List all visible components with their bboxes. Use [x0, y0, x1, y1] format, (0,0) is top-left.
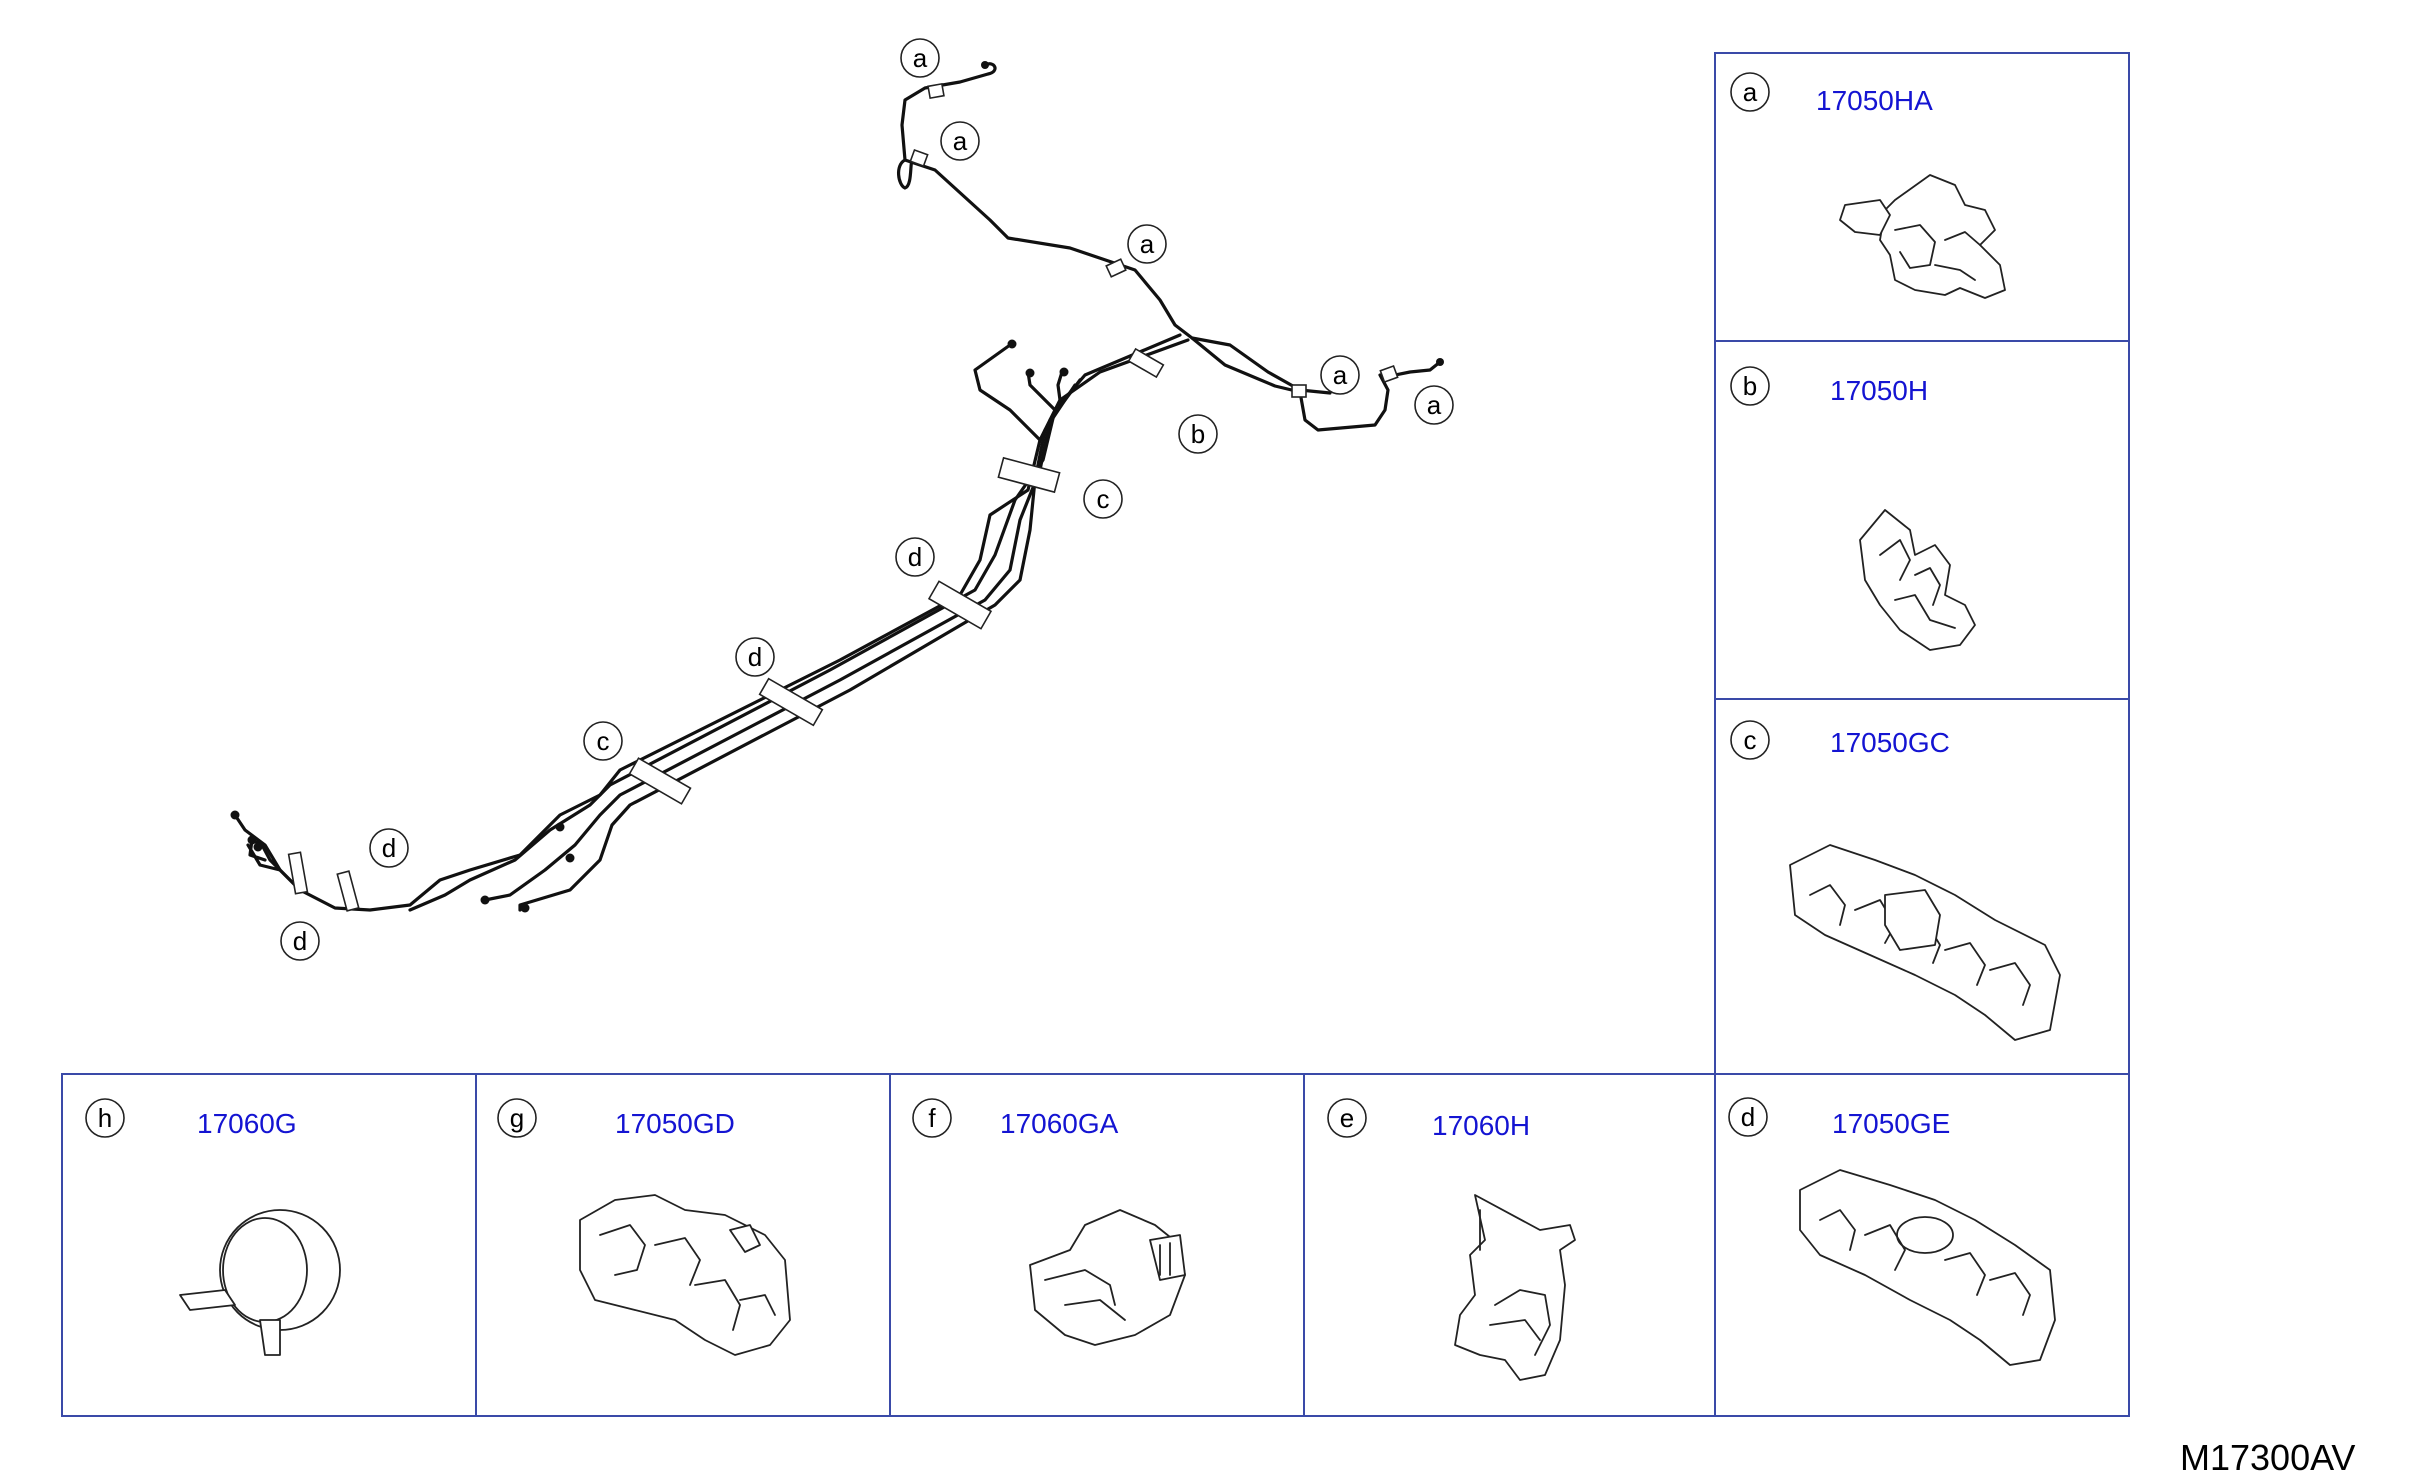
part-letter: c [1744, 725, 1757, 755]
front-tube-end-1 [973, 343, 1042, 442]
diagram-code: M17300AV [2180, 1437, 2355, 1478]
svg-text:b: b [1191, 419, 1205, 449]
tube-clip-brackets [287, 82, 1399, 912]
callout: a [1414, 385, 1454, 425]
callout: c [1083, 479, 1123, 519]
part-letter: f [928, 1103, 936, 1133]
front-tube-end-2 [1026, 370, 1057, 412]
part-cell-g: g 17050GD [475, 1073, 891, 1417]
clip-bracket-icon [1454, 1194, 1576, 1381]
callout: a [1320, 355, 1360, 395]
callout: d [369, 828, 409, 868]
svg-text:d: d [293, 926, 307, 956]
callout: c [583, 721, 623, 761]
part-number: 17060H [1432, 1110, 1530, 1141]
part-cell-a: a 17050HA [1714, 52, 2130, 342]
rear-tube-upper [900, 62, 1332, 395]
front-tube-end-3 [1056, 370, 1064, 402]
rear-tube-right [1190, 336, 1442, 432]
svg-text:d: d [382, 833, 396, 863]
clip-quad-ring-icon [1799, 1169, 2056, 1366]
callout: b [1178, 414, 1218, 454]
rear-tube-upper-loop [897, 158, 914, 190]
part-cell-f: f 17060GA [889, 1073, 1305, 1417]
tube-bundle [250, 333, 1190, 912]
svg-text:a: a [953, 126, 968, 156]
part-cell-d: d 17050GE [1714, 1073, 2130, 1417]
brake-tube-assembly [230, 61, 1444, 913]
svg-text:d: d [748, 642, 762, 672]
clip-saddle-icon [1029, 1209, 1186, 1346]
rear-left-ends [233, 813, 302, 892]
clip-ring-icon [179, 1209, 341, 1356]
callout-group: a a a a a b c d d c d d [280, 38, 1454, 961]
part-letter: g [510, 1103, 524, 1133]
svg-text:a: a [1427, 390, 1442, 420]
callout: a [1127, 224, 1167, 264]
svg-text:a: a [913, 43, 928, 73]
clip-hook-icon [1859, 509, 1976, 651]
svg-text:c: c [1097, 484, 1110, 514]
callout: a [940, 121, 980, 161]
part-letter: e [1340, 1103, 1354, 1133]
svg-text:a: a [1140, 229, 1155, 259]
svg-text:d: d [908, 542, 922, 572]
part-number: 17050HA [1816, 85, 1933, 116]
clip-single-icon [1839, 174, 2006, 299]
callout: d [280, 921, 320, 961]
part-letter: h [98, 1103, 112, 1133]
part-cell-c: c 17050GC [1714, 698, 2130, 1075]
part-number: 17050GC [1830, 727, 1950, 758]
callout: d [895, 537, 935, 577]
part-number: 17060G [197, 1108, 297, 1139]
part-letter: b [1743, 371, 1757, 401]
part-cell-b: b 17050H [1714, 340, 2130, 700]
callout: a [900, 38, 940, 78]
clip-quad-icon [1789, 844, 2061, 1041]
part-number: 17050GD [615, 1108, 735, 1139]
callout: d [735, 637, 775, 677]
clip-double-icon [579, 1194, 791, 1356]
part-letter: a [1743, 77, 1758, 107]
part-cell-e: e 17060H [1303, 1073, 1716, 1417]
part-number: 17060GA [1000, 1108, 1119, 1139]
svg-text:c: c [597, 726, 610, 756]
part-letter: d [1741, 1102, 1755, 1132]
part-number: 17050GE [1832, 1108, 1950, 1139]
part-cell-h: h 17060G [61, 1073, 477, 1417]
part-number: 17050H [1830, 375, 1928, 406]
svg-text:a: a [1333, 360, 1348, 390]
